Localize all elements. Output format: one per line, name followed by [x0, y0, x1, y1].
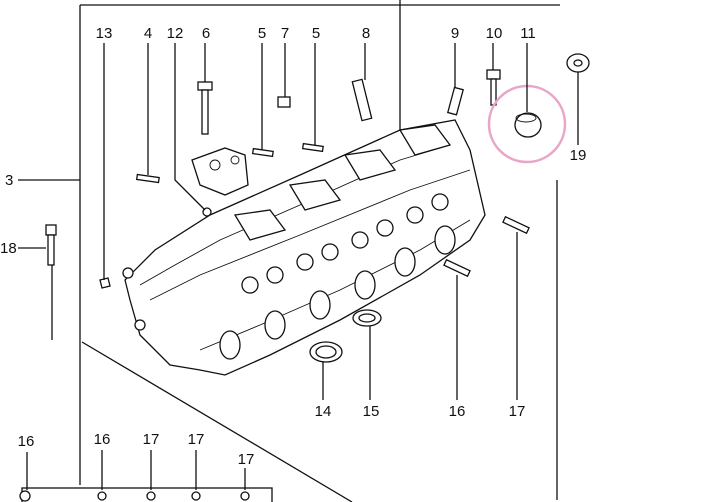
part-5-stud-a	[251, 147, 274, 158]
part-13-plug	[99, 277, 111, 289]
leader-lines	[18, 43, 579, 490]
part-5-stud-b	[301, 142, 324, 153]
callout-17-d: 17	[238, 451, 255, 468]
callout-labels: 13 4 12 6 5 7 5 8 9 10 11 19 3 18 14 15 …	[0, 25, 586, 468]
callout-8: 8	[362, 25, 370, 42]
callout-12: 12	[167, 25, 184, 42]
cylinder-head	[122, 119, 486, 376]
callout-11: 11	[520, 25, 536, 42]
part-14-seal-ring	[309, 341, 343, 363]
callout-7: 7	[281, 25, 289, 42]
callout-17-b: 17	[143, 431, 160, 448]
callout-5-b: 5	[312, 25, 320, 42]
callout-4: 4	[144, 25, 152, 42]
exhaust-gasket-strip	[19, 487, 273, 502]
part-18-bolt	[45, 224, 57, 266]
callout-5-a: 5	[258, 25, 266, 42]
callout-17-a: 17	[509, 403, 526, 420]
callout-10: 10	[486, 25, 503, 42]
part-4-stud	[135, 173, 160, 184]
callout-6: 6	[202, 25, 210, 42]
part-6-bolt	[197, 81, 213, 135]
bearing-cap	[191, 147, 249, 196]
part-9-sleeve	[446, 86, 464, 116]
callout-14: 14	[315, 403, 332, 420]
callout-9: 9	[451, 25, 459, 42]
part-8-sleeve	[351, 78, 373, 122]
assembly-frame-diagonal	[81, 341, 353, 502]
part-7-plug	[277, 96, 291, 108]
callout-15: 15	[363, 403, 380, 420]
callout-16-b: 16	[18, 433, 35, 450]
callout-3: 3	[5, 172, 13, 189]
part-16-stud	[443, 258, 471, 278]
callout-13: 13	[96, 25, 113, 42]
part-11-plug	[514, 112, 542, 138]
callout-17-c: 17	[188, 431, 205, 448]
callout-16-a: 16	[449, 403, 466, 420]
callout-19: 19	[570, 147, 587, 164]
callout-16-c: 16	[94, 431, 111, 448]
part-17-stud	[502, 215, 530, 235]
part-15-seal-ring	[352, 309, 382, 327]
part-19-washer	[566, 53, 590, 73]
callout-18: 18	[0, 240, 17, 257]
